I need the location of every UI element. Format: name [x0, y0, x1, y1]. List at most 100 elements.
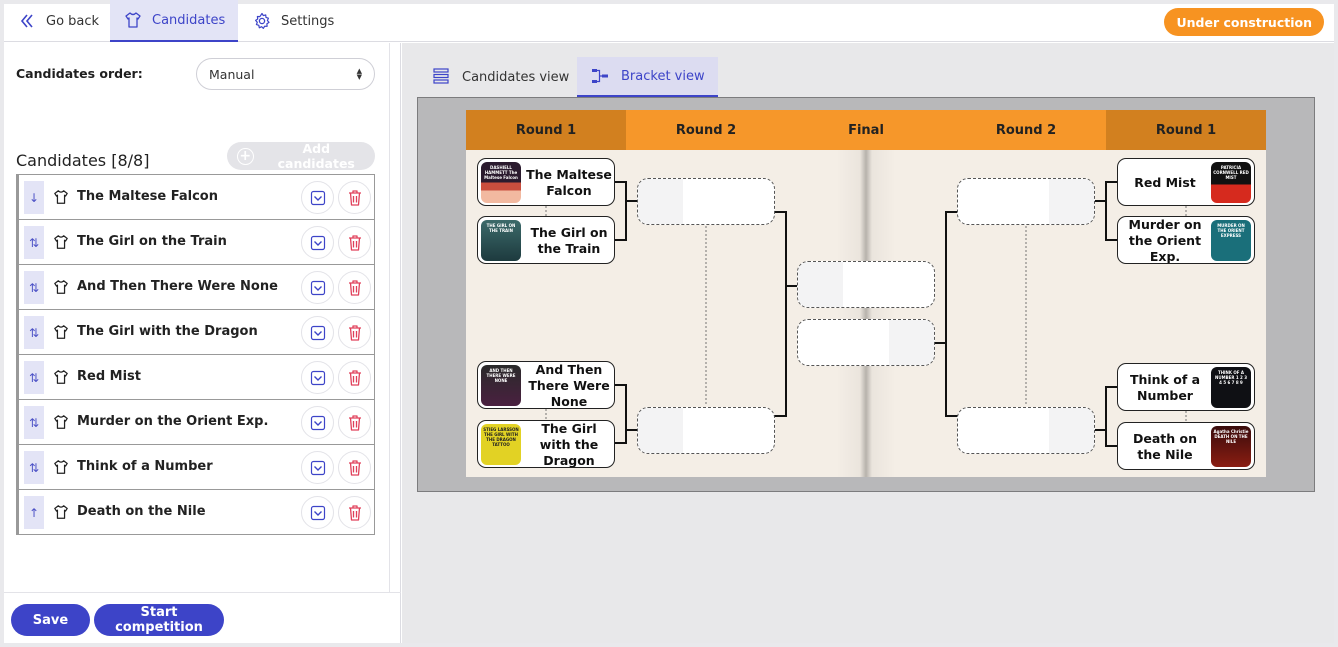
- tshirt-icon: [53, 324, 69, 340]
- candidate-row: ⇅ The Girl on the Train: [19, 220, 374, 265]
- tab-candidates[interactable]: Candidates: [110, 0, 238, 42]
- delete-button[interactable]: [338, 271, 371, 304]
- trash-icon: [348, 279, 361, 296]
- trash-icon: [348, 369, 361, 386]
- bracket-lines: [545, 181, 1187, 447]
- book-cover-think-of-a-number: THINK OF A NUMBER 1 2 3 4 5 6 7 8 9: [1211, 367, 1251, 408]
- header-left-round-1: Round 1: [466, 110, 626, 150]
- bracket-slot-final-left[interactable]: [797, 261, 935, 308]
- book-cover-girl-with-dragon: STIEG LARSSON THE GIRL WITH THE DRAGON T…: [481, 424, 521, 465]
- expand-button[interactable]: [301, 226, 334, 259]
- chevron-down-icon: [310, 235, 325, 250]
- candidates-panel: Candidates order: Manual ▲▼ Candidates […: [4, 43, 401, 643]
- book-cover-and-then-there-were-none: AND THEN THERE WERE NONE: [481, 365, 521, 406]
- save-button[interactable]: Save: [11, 604, 90, 636]
- delete-button[interactable]: [338, 361, 371, 394]
- drag-handle-icon[interactable]: ⇅: [24, 316, 44, 349]
- tab-candidates-view[interactable]: Candidates view: [418, 57, 576, 97]
- chevron-down-icon: [310, 505, 325, 520]
- delete-button[interactable]: [338, 451, 371, 484]
- header-left-round-2: Round 2: [626, 110, 786, 150]
- bracket-candidate-girl-on-train[interactable]: THE GIRL ON THE TRAIN The Girl on the Tr…: [477, 216, 615, 264]
- tshirt-icon: [53, 459, 69, 475]
- trash-icon: [348, 234, 361, 251]
- gear-icon: [253, 12, 271, 30]
- candidate-name: Think of a Number: [1129, 372, 1201, 403]
- candidate-row-label: The Girl on the Train: [77, 234, 227, 249]
- bracket-candidate-girl-with-dragon[interactable]: STIEG LARSSON THE GIRL WITH THE DRAGON T…: [477, 420, 615, 468]
- tab-settings[interactable]: Settings: [253, 0, 348, 42]
- expand-button[interactable]: [301, 451, 334, 484]
- expand-button[interactable]: [301, 496, 334, 529]
- bracket-candidate-red-mist[interactable]: Red Mist PATRICIA CORNWELL RED MIST: [1117, 158, 1255, 206]
- delete-button[interactable]: [338, 316, 371, 349]
- candidates-order-select[interactable]: Manual ▲▼: [196, 58, 375, 90]
- expand-button[interactable]: [301, 181, 334, 214]
- candidates-count-title: Candidates [8/8]: [16, 151, 150, 170]
- delete-button[interactable]: [338, 406, 371, 439]
- tshirt-icon: [53, 279, 69, 295]
- drag-handle-icon[interactable]: ⇅: [24, 226, 44, 259]
- header-right-round-1: Round 1: [1106, 110, 1266, 150]
- bracket-area: Candidates view Bracket view Round 1 Rou…: [402, 43, 1334, 643]
- drag-handle-icon[interactable]: ⇅: [24, 406, 44, 439]
- candidate-row: ↓ The Maltese Falcon: [19, 175, 374, 220]
- candidate-name: The Girl on the Train: [530, 225, 608, 256]
- candidate-row: ⇅ The Girl with the Dragon: [19, 310, 374, 355]
- candidate-name: And Then There Were None: [528, 362, 610, 409]
- footer-divider: [4, 592, 401, 593]
- delete-button[interactable]: [338, 496, 371, 529]
- expand-button[interactable]: [301, 361, 334, 394]
- expand-button[interactable]: [301, 316, 334, 349]
- candidate-row-label: The Girl with the Dragon: [77, 324, 258, 339]
- under-construction-badge[interactable]: Under construction: [1164, 8, 1324, 36]
- bracket-candidate-and-then-there-were-none[interactable]: AND THEN THERE WERE NONE And Then There …: [477, 361, 615, 409]
- plus-circle-icon: +: [237, 147, 254, 165]
- bracket-slot-left-round-2-bottom[interactable]: [637, 407, 775, 454]
- candidate-row-label: The Maltese Falcon: [77, 189, 218, 204]
- book-cover-girl-on-train: THE GIRL ON THE TRAIN: [481, 220, 521, 261]
- candidate-row-label: And Then There Were None: [77, 279, 278, 294]
- go-back-button[interactable]: Go back: [14, 0, 109, 42]
- drag-handle-icon[interactable]: ⇅: [24, 361, 44, 394]
- order-select-value: Manual: [209, 66, 255, 82]
- add-candidates-button[interactable]: + Add candidates: [227, 141, 375, 171]
- drag-handle-icon[interactable]: ↓: [24, 181, 44, 214]
- expand-button[interactable]: [301, 271, 334, 304]
- bracket-candidate-think-of-a-number[interactable]: Think of a Number THINK OF A NUMBER 1 2 …: [1117, 363, 1255, 411]
- tab-bracket-view[interactable]: Bracket view: [577, 57, 718, 97]
- candidate-row: ⇅ And Then There Were None: [19, 265, 374, 310]
- trash-icon: [348, 324, 361, 341]
- trash-icon: [348, 459, 361, 476]
- candidates-order-label: Candidates order:: [16, 66, 143, 81]
- drag-handle-icon[interactable]: ⇅: [24, 451, 44, 484]
- drag-handle-icon[interactable]: ↑: [24, 496, 44, 529]
- drag-handle-icon[interactable]: ⇅: [24, 271, 44, 304]
- bracket-slot-final-right[interactable]: [797, 319, 935, 366]
- chevron-down-icon: [310, 460, 325, 475]
- bracket-view-label: Bracket view: [621, 68, 705, 84]
- candidates-view-label: Candidates view: [462, 69, 570, 85]
- bracket-candidate-death-on-the-nile[interactable]: Death on the Nile Agatha Christie DEATH …: [1117, 422, 1255, 470]
- tshirt-icon: [53, 234, 69, 250]
- chevron-down-icon: [310, 370, 325, 385]
- tshirt-icon: [53, 369, 69, 385]
- delete-button[interactable]: [338, 181, 371, 214]
- bracket-candidate-murder-orient[interactable]: Murder on the Orient Exp. MURDER ON THE …: [1117, 216, 1255, 264]
- bracket-slot-left-round-2-top[interactable]: [637, 178, 775, 225]
- trash-icon: [348, 414, 361, 431]
- expand-button[interactable]: [301, 406, 334, 439]
- candidate-row-label: Red Mist: [77, 369, 142, 384]
- candidates-list: ↓ The Maltese Falcon ⇅ The Girl on the T…: [16, 174, 375, 535]
- bracket-slot-right-round-2-bottom[interactable]: [957, 407, 1095, 454]
- double-chevron-left-icon: [18, 12, 36, 30]
- candidate-name: Red Mist: [1134, 175, 1196, 190]
- bracket-icon: [591, 67, 609, 85]
- candidate-name: Murder on the Orient Exp.: [1128, 217, 1202, 264]
- header-final: Final: [786, 110, 946, 150]
- delete-button[interactable]: [338, 226, 371, 259]
- bracket-slot-right-round-2-top[interactable]: [957, 178, 1095, 225]
- start-competition-button[interactable]: Start competition: [94, 604, 224, 636]
- bracket-candidate-maltese-falcon[interactable]: DASHIELL HAMMETT The Maltese Falcon The …: [477, 158, 615, 206]
- book-cover-murder-orient: MURDER ON THE ORIENT EXPRESS: [1211, 220, 1251, 261]
